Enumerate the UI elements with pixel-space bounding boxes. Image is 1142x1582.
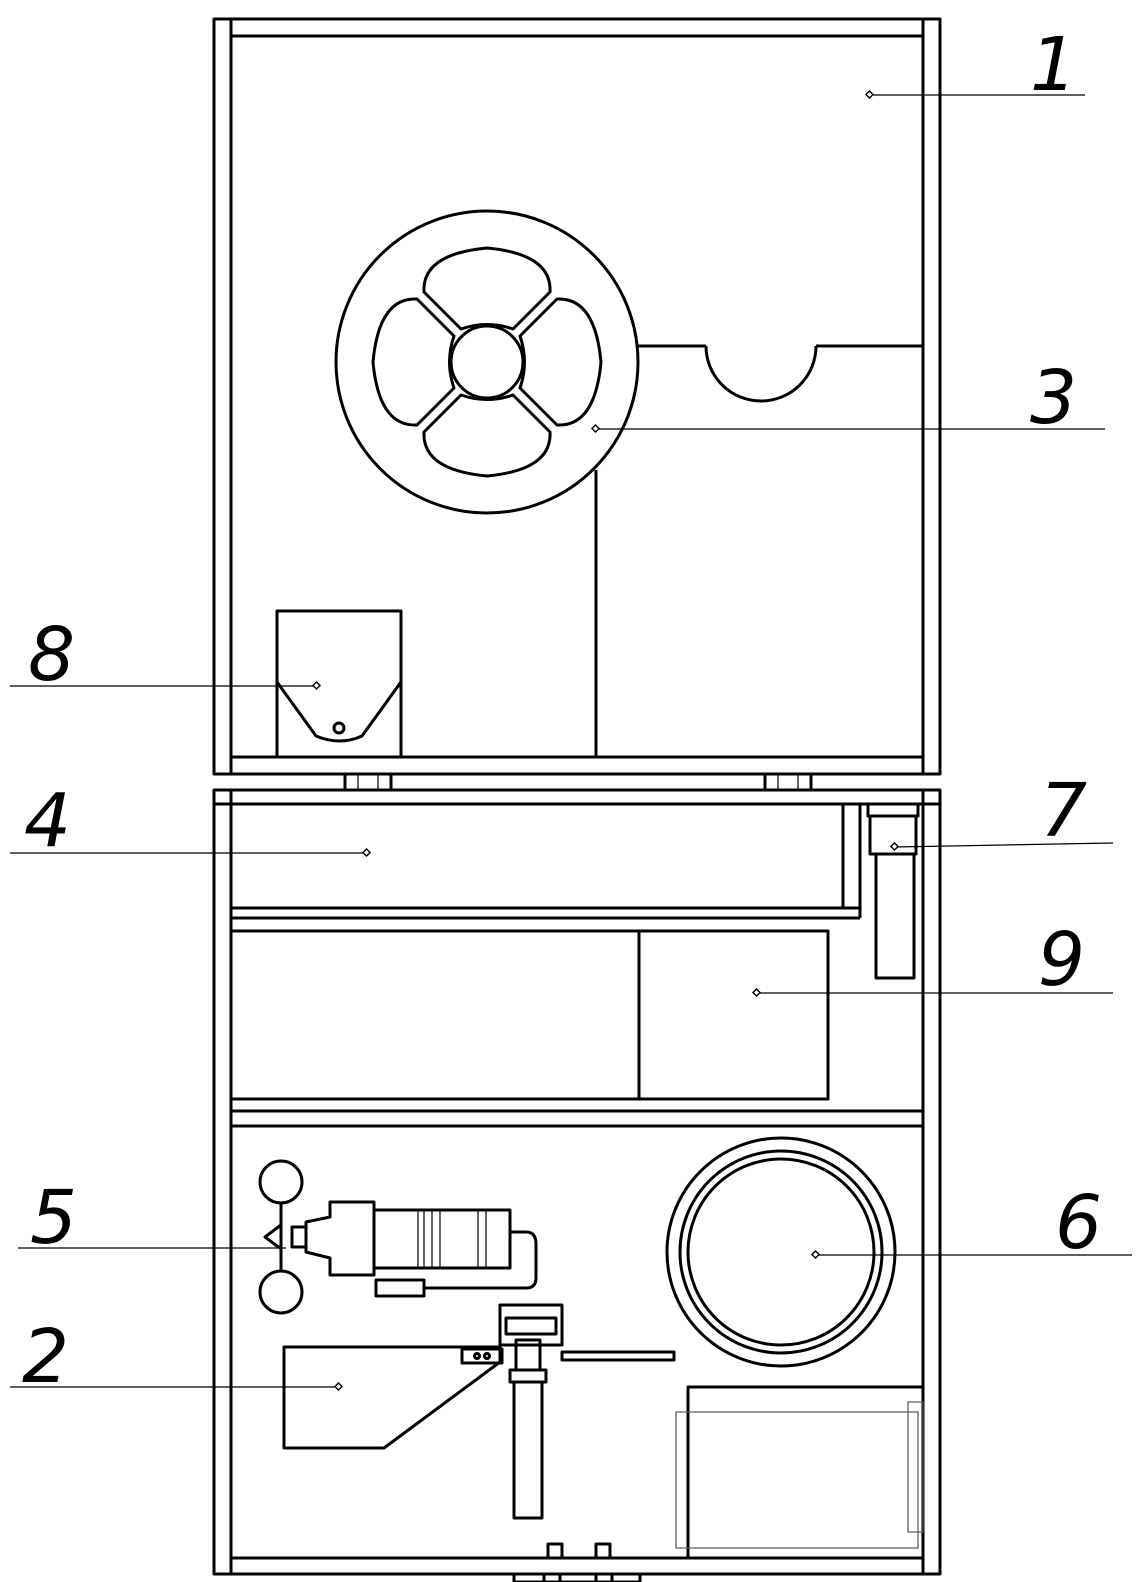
callout-7: 7 — [1040, 768, 1087, 854]
callout-2: 2 — [22, 1314, 69, 1400]
callout-3: 3 — [1030, 355, 1077, 441]
callout-5: 5 — [30, 1175, 77, 1261]
bottom-block — [675, 1385, 925, 1560]
instrument-case — [282, 1303, 676, 1520]
callout-4: 4 — [24, 778, 71, 864]
reel — [334, 209, 640, 515]
middle-compartments — [229, 929, 923, 1128]
side-tool — [866, 802, 920, 980]
lid-partitions — [594, 344, 923, 757]
callout-6: 6 — [1055, 1180, 1102, 1266]
callout-1: 1 — [1030, 22, 1077, 108]
small-container — [275, 609, 403, 759]
upper-case — [212, 17, 942, 776]
callout-9: 9 — [1038, 917, 1085, 1003]
bottom-latches — [512, 1542, 642, 1582]
top-tray — [229, 802, 862, 920]
anemometer — [258, 1159, 538, 1315]
leader-lines — [10, 94, 1132, 1388]
round-container — [665, 1136, 897, 1368]
hinges — [343, 772, 813, 792]
leader-dots — [311, 89, 900, 1392]
callout-8: 8 — [28, 612, 75, 698]
